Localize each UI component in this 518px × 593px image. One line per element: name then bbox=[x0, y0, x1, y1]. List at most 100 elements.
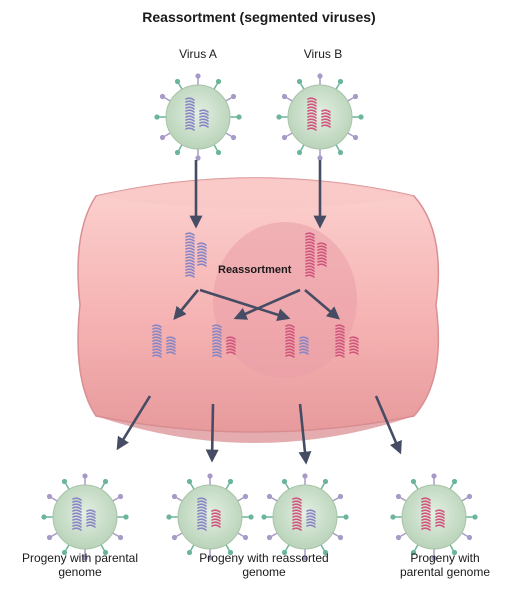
spike-head bbox=[123, 514, 129, 520]
virion-envelope bbox=[401, 484, 467, 550]
progeny-virion-reassorted-1 bbox=[166, 473, 254, 561]
rna-segment-short bbox=[349, 336, 359, 355]
arrow-10 bbox=[374, 395, 402, 455]
spike-head bbox=[317, 155, 323, 161]
spike-head bbox=[410, 549, 417, 556]
spike-head bbox=[102, 478, 109, 485]
virion-envelope bbox=[177, 484, 243, 550]
spike-head bbox=[266, 493, 273, 500]
arrow-6 bbox=[233, 288, 301, 320]
progeny-virion-reassorted-2 bbox=[261, 473, 349, 561]
spike-head bbox=[302, 555, 308, 561]
spike-head bbox=[102, 549, 109, 556]
rna-segment-short bbox=[166, 336, 176, 355]
virion-genome bbox=[72, 497, 96, 531]
spike-head bbox=[296, 78, 303, 85]
cell-bottom-rim bbox=[96, 416, 414, 443]
progeny-label-reassorted: Progeny with reassorted genome bbox=[199, 551, 329, 579]
rna-segment-long bbox=[292, 497, 302, 531]
spike-head bbox=[215, 78, 222, 85]
rna-segment-short bbox=[306, 509, 316, 528]
virus-b-virion bbox=[276, 73, 364, 161]
spike-head bbox=[472, 514, 478, 520]
rna-segment-short bbox=[299, 336, 309, 355]
spike-head bbox=[302, 473, 308, 479]
spike-head bbox=[207, 473, 213, 479]
spike-head bbox=[266, 534, 273, 541]
spike-head bbox=[466, 534, 473, 541]
genome-parental-b bbox=[335, 324, 359, 358]
progeny-label-parental-right: Progeny with parental genome bbox=[399, 551, 491, 579]
spike-head bbox=[242, 534, 249, 541]
virion-envelope bbox=[272, 484, 338, 550]
spike-head bbox=[337, 534, 344, 541]
virion-genome bbox=[292, 497, 316, 531]
spike-head bbox=[317, 73, 323, 79]
arrow-5 bbox=[199, 288, 291, 322]
spike-head bbox=[171, 493, 178, 500]
rna-segment-short bbox=[321, 109, 331, 128]
spike-head bbox=[82, 473, 88, 479]
spike-head bbox=[395, 534, 402, 541]
rna-segment-long bbox=[197, 497, 207, 531]
spike-head bbox=[117, 534, 124, 541]
virion-envelope bbox=[52, 484, 118, 550]
spike-head bbox=[236, 114, 242, 120]
spike-head bbox=[322, 478, 329, 485]
spike-head bbox=[166, 514, 172, 520]
arrow-4 bbox=[304, 289, 340, 320]
genome-reassorted-a-long bbox=[212, 324, 236, 358]
spike-head bbox=[230, 93, 237, 100]
virus-a-virion bbox=[154, 73, 242, 161]
spike-head bbox=[248, 514, 254, 520]
progeny-label-parental-left: Progeny with parental genome bbox=[21, 551, 139, 579]
arrow-3 bbox=[173, 289, 200, 321]
rna-segment-short bbox=[86, 509, 96, 528]
spike-head bbox=[159, 134, 166, 141]
spike-head bbox=[352, 134, 359, 141]
spike-head bbox=[227, 549, 234, 556]
genome-reassorted-b-long bbox=[285, 324, 309, 358]
rna-segment-short bbox=[211, 509, 221, 528]
spike-head bbox=[281, 478, 288, 485]
spike-head bbox=[46, 493, 53, 500]
spike-head bbox=[390, 514, 396, 520]
spike-head bbox=[261, 514, 267, 520]
rna-segment-long bbox=[335, 324, 345, 358]
spike-head bbox=[230, 134, 237, 141]
spike-head bbox=[195, 155, 201, 161]
spike-head bbox=[281, 93, 288, 100]
spike-head bbox=[281, 134, 288, 141]
spike-head bbox=[395, 493, 402, 500]
spike-head bbox=[195, 73, 201, 79]
spike-head bbox=[410, 478, 417, 485]
progeny-virion-parental-a bbox=[41, 473, 129, 561]
spike-head bbox=[82, 555, 88, 561]
spike-head bbox=[337, 493, 344, 500]
spike-head bbox=[431, 555, 437, 561]
spike-head bbox=[186, 549, 193, 556]
progeny-virion-parental-b bbox=[390, 473, 478, 561]
spike-head bbox=[337, 78, 344, 85]
rna-segment-long bbox=[72, 497, 82, 531]
spike-head bbox=[451, 478, 458, 485]
virion-genome bbox=[197, 497, 221, 531]
rna-segment-long bbox=[185, 97, 195, 131]
spike-head bbox=[337, 149, 344, 156]
spike-head bbox=[174, 78, 181, 85]
virus-b-label: Virus B bbox=[303, 47, 343, 61]
spike-head bbox=[322, 549, 329, 556]
spike-head bbox=[61, 549, 68, 556]
spike-head bbox=[154, 114, 160, 120]
spike-head bbox=[343, 514, 349, 520]
spike-head bbox=[215, 149, 222, 156]
spike-head bbox=[207, 555, 213, 561]
spike-head bbox=[174, 149, 181, 156]
spike-head bbox=[171, 534, 178, 541]
arrow-8 bbox=[205, 403, 219, 463]
rna-segment-short bbox=[435, 509, 445, 528]
rna-segment-short bbox=[199, 109, 209, 128]
spike-head bbox=[281, 549, 288, 556]
